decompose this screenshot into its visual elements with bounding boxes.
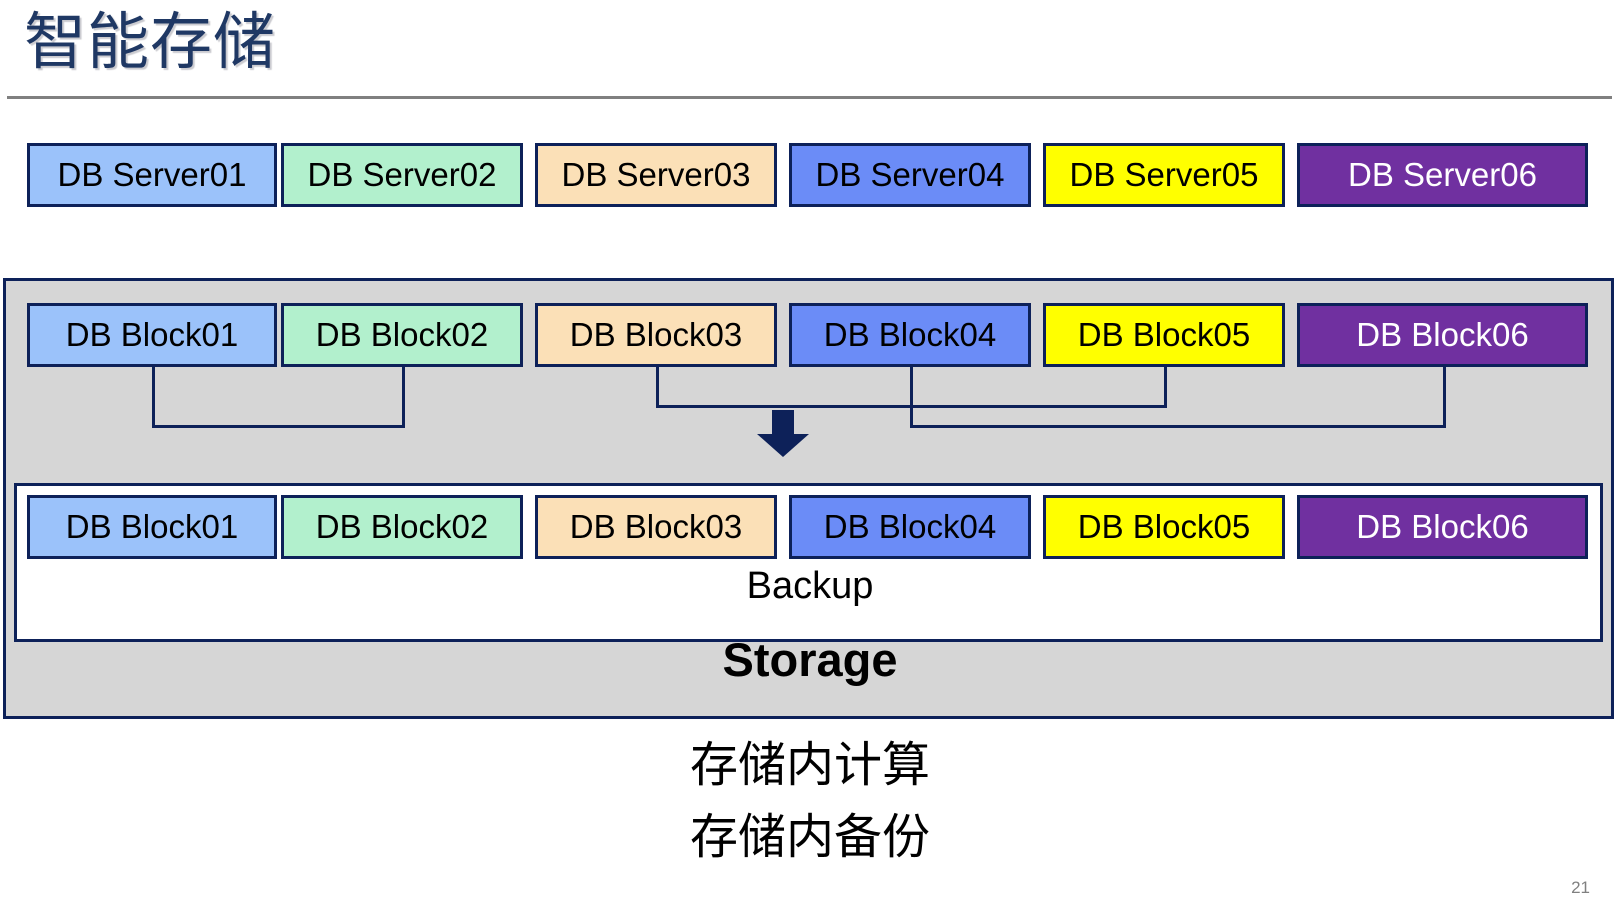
title-divider xyxy=(7,96,1612,99)
db-block-box-3: DB Block03 xyxy=(535,303,777,367)
db-server-box-4: DB Server04 xyxy=(789,143,1031,207)
db-block-box-5: DB Block05 xyxy=(1043,303,1285,367)
db-block-box-6: DB Block06 xyxy=(1297,303,1588,367)
connector-block04-block06-leg-2 xyxy=(1443,367,1446,428)
db-server-box-3: DB Server03 xyxy=(535,143,777,207)
caption-line-1: 存储内计算 xyxy=(689,739,930,792)
caption-line-2: 存储内备份 xyxy=(689,811,930,864)
connector-block01-block02-leg-2 xyxy=(402,367,405,428)
db-block-box-1: DB Block01 xyxy=(27,303,277,367)
db-backup-block-box-2: DB Block02 xyxy=(281,495,523,559)
db-server-box-5: DB Server05 xyxy=(1043,143,1285,207)
connector-block04-block06-bar xyxy=(910,425,1446,428)
db-server-box-2: DB Server02 xyxy=(281,143,523,207)
db-backup-block-box-5: DB Block05 xyxy=(1043,495,1285,559)
db-backup-block-box-4: DB Block04 xyxy=(789,495,1031,559)
db-server-box-1: DB Server01 xyxy=(27,143,277,207)
db-block-box-2: DB Block02 xyxy=(281,303,523,367)
db-backup-block-box-3: DB Block03 xyxy=(535,495,777,559)
storage-label: Storage xyxy=(722,633,898,686)
page-number: 21 xyxy=(1571,878,1590,897)
db-server-box-6: DB Server06 xyxy=(1297,143,1588,207)
connector-block01-block02-leg-1 xyxy=(152,367,155,428)
db-backup-block-box-6: DB Block06 xyxy=(1297,495,1588,559)
db-backup-block-box-1: DB Block01 xyxy=(27,495,277,559)
connector-block03-block05-leg-1 xyxy=(656,367,659,408)
db-block-box-4: DB Block04 xyxy=(789,303,1031,367)
connector-block01-block02-bar xyxy=(152,425,405,428)
down-arrow-icon xyxy=(757,410,809,457)
page-title: 智能存储 xyxy=(24,8,277,77)
connector-block04-block06-leg-1 xyxy=(910,367,913,428)
backup-label: Backup xyxy=(746,565,874,607)
connector-block03-block05-leg-2 xyxy=(1164,367,1167,408)
